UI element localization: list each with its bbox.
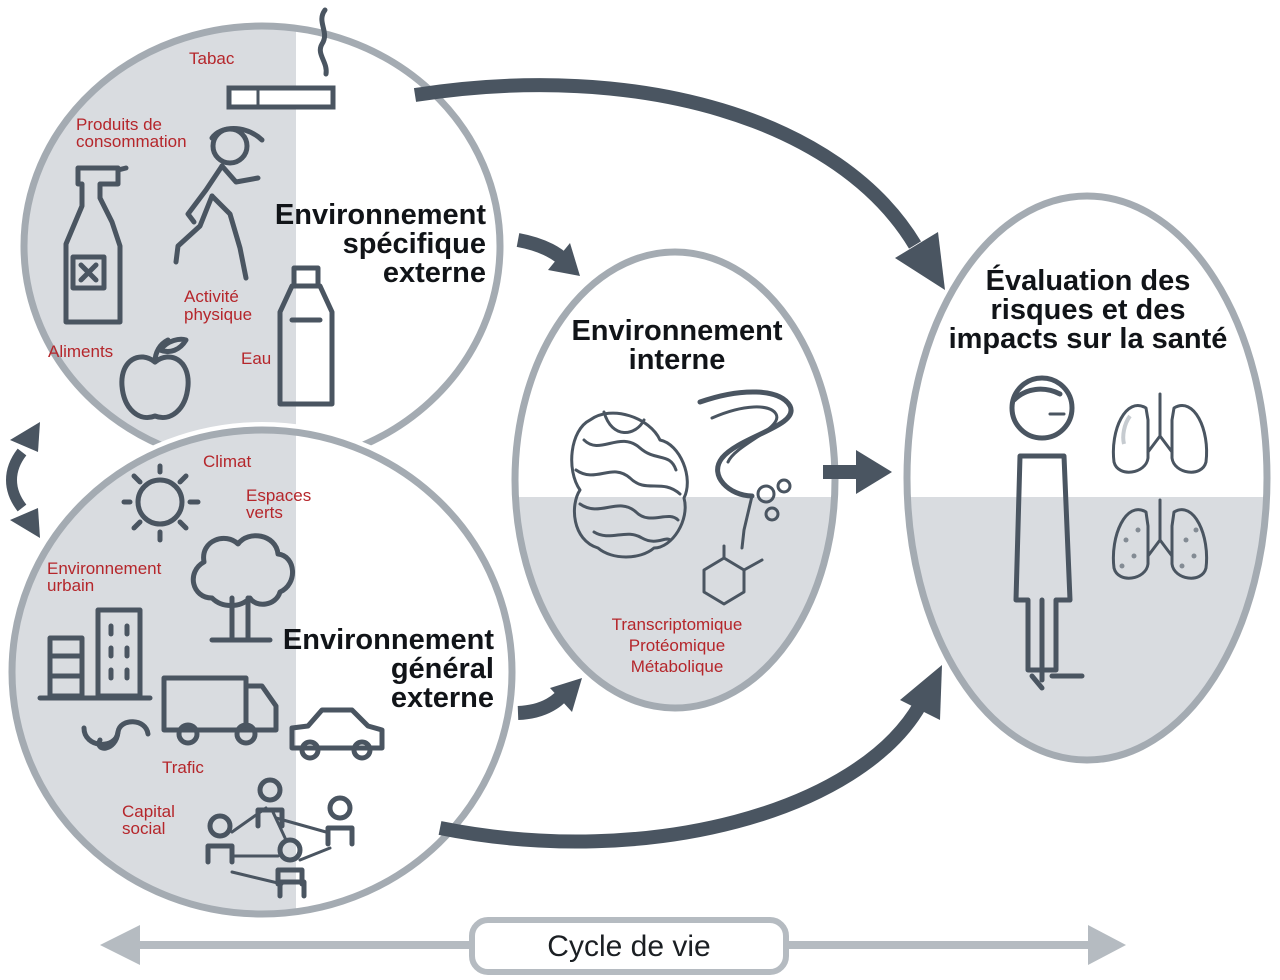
label-activite-line1: Activité	[184, 287, 239, 306]
arrow-head	[856, 450, 892, 494]
arrow-head	[550, 678, 582, 712]
label-eau: Eau	[241, 349, 271, 368]
diseased-lungs-icon	[1111, 498, 1209, 580]
sun-icon	[121, 463, 201, 543]
apple-icon	[119, 336, 191, 420]
lifecycle-timeline: Cycle de vie	[100, 917, 1126, 975]
social-network-icon	[205, 777, 355, 899]
water-bottle-icon	[277, 265, 335, 407]
arrow-specific-to-evaluation	[413, 78, 921, 249]
label-urbain-line2: urbain	[47, 576, 94, 595]
label-capital-line2: social	[122, 819, 165, 838]
label-espaces-line2: verts	[246, 503, 283, 522]
label-activite-line2: physique	[184, 305, 252, 324]
title-specifique-line1: Environnement	[275, 199, 486, 231]
arrow-general-to-evaluation	[438, 701, 927, 849]
label-urbain-line1: Environnement	[47, 559, 162, 578]
title-specifique-line2: spécifique	[343, 228, 486, 260]
lifecycle-label: Cycle de vie	[547, 930, 710, 963]
smog-icon	[81, 719, 151, 751]
person-icon	[1009, 375, 1085, 691]
runner-icon	[173, 126, 265, 281]
cigarette-icon	[226, 7, 336, 110]
circle-internal-environment	[511, 248, 839, 712]
arrow-head	[548, 243, 580, 276]
truck-icon	[161, 675, 279, 746]
molecule-icon	[702, 544, 764, 606]
timeline-arrow-left	[100, 925, 140, 965]
label-metabolique: Métabolique	[631, 657, 724, 676]
timeline-arrow-right	[1088, 925, 1126, 965]
title-interne-line2: interne	[629, 344, 726, 376]
spray-bottle-icon	[63, 165, 129, 325]
label-trafic: Trafic	[162, 758, 204, 777]
arrow-double-curved	[6, 448, 27, 512]
protein-icon	[570, 410, 689, 559]
title-evaluation-line3: impacts sur la santé	[949, 323, 1228, 355]
label-produits-line2: consommation	[76, 132, 187, 151]
tree-icon	[190, 533, 295, 643]
arrow-head	[10, 422, 40, 452]
title-evaluation-line2: risques et des	[990, 294, 1185, 326]
buildings-icon	[37, 607, 153, 701]
title-interne-line1: Environnement	[571, 315, 782, 347]
healthy-lungs-icon	[1111, 392, 1209, 474]
arrow-head	[900, 665, 942, 720]
car-icon	[289, 707, 385, 761]
label-transcriptomique: Transcriptomique	[612, 615, 743, 634]
label-climat: Climat	[203, 452, 251, 471]
label-aliments: Aliments	[48, 342, 113, 361]
title-general-line1: Environnement	[283, 624, 494, 656]
label-tabac: Tabac	[189, 49, 235, 68]
shaded-half	[907, 497, 1267, 760]
label-capital-line1: Capital	[122, 802, 175, 821]
label-proteomique: Protéomique	[629, 636, 725, 655]
title-general-line3: externe	[391, 682, 494, 714]
title-evaluation-line1: Évaluation des	[986, 263, 1191, 297]
lifecycle-label-box	[469, 917, 789, 975]
arrow-head	[10, 508, 40, 538]
title-specifique-line3: externe	[383, 257, 486, 289]
arrows	[6, 78, 945, 849]
title-general-line2: général	[391, 653, 494, 685]
arrow-head	[895, 232, 945, 290]
label-espaces-line1: Espaces	[246, 486, 311, 505]
rna-strand-icon	[697, 389, 794, 550]
label-produits-line1: Produits de	[76, 115, 162, 134]
